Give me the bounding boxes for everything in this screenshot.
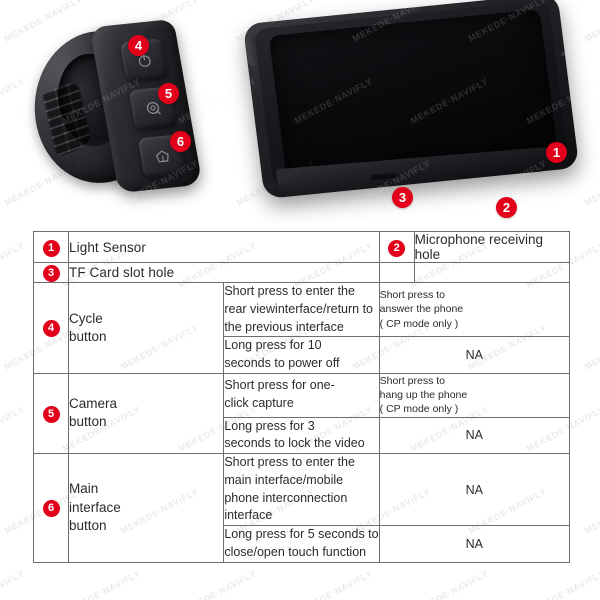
main-interface-button-name: Main interface button (67, 453, 225, 563)
watermark-text: MEKEDE·NAVIFLY (524, 568, 600, 600)
table-row: 5 Camera button Short press for one- cli… (33, 372, 571, 455)
table-row: 1 Light Sensor 2 Microphone receiving ho… (33, 231, 571, 263)
camera-short-press-cp: Short press to hang up the phone ( CP mo… (378, 372, 571, 418)
row-number-cell: 2 (378, 231, 415, 263)
photo-callout-6: 6 (170, 131, 191, 152)
row-number-cell: 6 (33, 453, 69, 563)
empty-number-cell (378, 262, 415, 283)
empty-label-cell (413, 262, 571, 283)
row-number-cell: 5 (33, 372, 69, 455)
cycle-button-name: Cycle button (67, 282, 225, 374)
row-number-cell: 3 (33, 262, 69, 283)
main-long-press-cp: NA (378, 525, 571, 563)
table-row: Long press for 3 seconds to lock the vid… (34, 416, 571, 455)
main-short-press-desc: Short press to enter the main interface/… (223, 453, 380, 527)
remote-cycle-button[interactable] (119, 38, 169, 82)
watermark-text: MEKEDE·NAVIFLY (582, 486, 600, 536)
table-row: Long press for 5 seconds to close/open t… (34, 525, 571, 563)
photo-callout-1: 1 (546, 142, 567, 163)
display-unit (242, 0, 583, 211)
table-row: Long press for 10 seconds to power off N… (34, 336, 571, 374)
status-badge: 6 (42, 500, 60, 518)
watermark-text: MEKEDE·NAVIFLY (0, 404, 27, 454)
product-photo-area: 1 2 3 4 5 6 (0, 0, 600, 222)
table-row: 6 Main interface button Short press to e… (33, 453, 571, 563)
camera-short-press-desc: Short press for one- click capture (223, 372, 380, 418)
microphone-label: Microphone receiving hole (413, 231, 571, 263)
cycle-long-press-cp: NA (378, 336, 571, 374)
home-icon (152, 147, 172, 166)
camera-long-press-cp: NA (378, 416, 571, 455)
watermark-text: MEKEDE·NAVIFLY (0, 568, 27, 600)
cycle-short-press-desc: Short press to enter the rear viewinterf… (223, 281, 380, 338)
main-short-press-cp: NA (378, 453, 571, 527)
remote-camera-button[interactable] (128, 86, 178, 130)
light-sensor-label: Light Sensor (68, 231, 380, 263)
table-row: 4 Cycle button Short press to enter the … (33, 281, 571, 374)
photo-callout-5: 5 (158, 83, 179, 104)
camera-cycle-icon (142, 98, 163, 118)
power-icon (134, 51, 154, 70)
photo-callout-2: 2 (496, 197, 517, 218)
photo-callout-4: 4 (128, 35, 149, 56)
cycle-long-press-desc: Long press for 10 seconds to power off (223, 336, 380, 374)
cycle-short-press-cp: Short press to answer the phone ( CP mod… (378, 281, 571, 338)
watermark-text: MEKEDE·NAVIFLY (60, 568, 143, 600)
status-badge: 4 (42, 320, 60, 338)
status-badge: 3 (42, 265, 60, 282)
status-badge: 1 (42, 239, 60, 257)
row-number-cell: 1 (33, 231, 69, 263)
status-badge: 2 (388, 239, 406, 257)
photo-callout-3: 3 (392, 187, 413, 208)
row-number-cell: 4 (33, 282, 69, 374)
watermark-text: MEKEDE·NAVIFLY (176, 568, 259, 600)
watermark-text: MEKEDE·NAVIFLY (408, 568, 491, 600)
remote-main-interface-button[interactable] (137, 134, 187, 178)
camera-button-name: Camera button (67, 372, 225, 455)
watermark-text: MEKEDE·NAVIFLY (0, 240, 27, 290)
camera-long-press-desc: Long press for 3 seconds to lock the vid… (223, 416, 380, 455)
table-row: 3 TF Card slot hole (33, 262, 571, 283)
status-badge: 5 (42, 405, 60, 423)
steering-wheel-remote (20, 13, 213, 201)
watermark-text: MEKEDE·NAVIFLY (292, 568, 375, 600)
main-long-press-desc: Long press for 5 seconds to close/open t… (223, 525, 380, 563)
watermark-text: MEKEDE·NAVIFLY (582, 322, 600, 372)
button-function-table: 1 Light Sensor 2 Microphone receiving ho… (33, 231, 571, 563)
tf-card-label: TF Card slot hole (68, 262, 380, 283)
